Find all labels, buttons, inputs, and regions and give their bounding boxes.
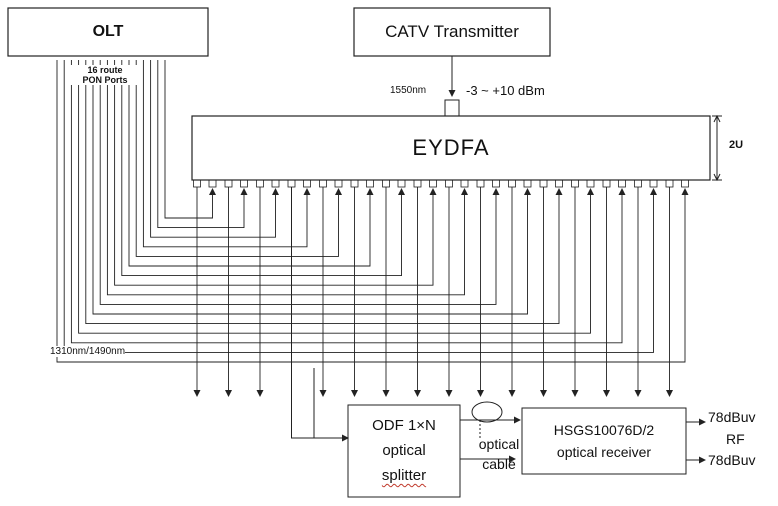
eydfa-return-port: [319, 179, 327, 188]
odf-splitter-box: [347, 404, 461, 498]
eydfa-output-port: [618, 179, 626, 188]
olt-fiber-line: [78, 60, 594, 334]
odf-feed-line: [291, 187, 349, 442]
eydfa-output-port: [429, 179, 437, 188]
rf-output-top-label: 78dBuv: [708, 409, 756, 425]
eydfa-output-port: [271, 179, 280, 188]
eydfa-output-port: [649, 179, 658, 188]
eydfa-output-port: [523, 179, 532, 188]
eydfa-return-port: [382, 179, 390, 188]
eydfa-return-port: [665, 179, 674, 188]
olt-fiber-line: [56, 60, 689, 363]
eydfa-output-port: [586, 179, 595, 188]
olt-fiber-line: [157, 60, 248, 229]
eydfa-return-port: [256, 179, 264, 188]
eydfa-output-port: [366, 179, 374, 188]
odf-line3: splitter: [381, 467, 427, 484]
eydfa-output-port: [681, 179, 689, 188]
eydfa-output-port: [334, 179, 343, 188]
odf-line1: ODF 1×N: [372, 417, 436, 434]
eydfa-return-port: [539, 179, 548, 188]
odf-splitter-label: ODF 1×N optical splitter: [348, 405, 460, 497]
receiver-line2: optical receiver: [556, 444, 652, 460]
eydfa-output-port: [208, 179, 217, 188]
eydfa-return-port: [413, 179, 422, 188]
rack-height-arrow-bottom: [713, 173, 721, 182]
cable-line1: optical: [478, 436, 520, 452]
olt-fiber-line: [92, 60, 531, 315]
pon-ports-label-line1: 16 route: [87, 65, 123, 75]
catv-transmitter-label: CATV Transmitter: [385, 22, 519, 41]
cable-loop-icon: [471, 401, 503, 423]
odf-line2: optical: [382, 442, 426, 459]
eydfa-return-port: [287, 179, 296, 188]
eydfa-output-port: [240, 179, 248, 188]
input-power-label: -3 ~ +10 dBm: [466, 83, 545, 98]
eydfa-output-port: [555, 179, 563, 188]
eydfa-output-port: [397, 179, 406, 188]
eydfa-output-port: [303, 179, 311, 188]
olt-fiber-line: [63, 60, 657, 353]
eydfa-return-port: [445, 179, 453, 188]
eydfa-return-port: [476, 179, 485, 188]
eydfa-label: EYDFA: [412, 135, 490, 160]
olt-fiber-line: [106, 60, 468, 296]
olt-fiber-line: [164, 60, 216, 219]
olt-box: [7, 7, 209, 57]
eydfa-return-port: [571, 179, 579, 188]
eydfa-return-port: [350, 179, 359, 188]
olt-fiber-line: [128, 60, 374, 267]
olt-fiber-line: [142, 60, 311, 248]
eydfa-return-port: [508, 179, 516, 188]
optical-cable-label: optical cable: [470, 434, 528, 474]
optical-receiver-label: HSGS10076D/2 optical receiver: [522, 408, 686, 474]
eydfa-return-port: [602, 179, 611, 188]
olt-label: OLT: [92, 23, 124, 40]
eydfa-output-port: [460, 179, 469, 188]
olt-fiber-line: [135, 60, 342, 257]
rack-height-arrow-top: [713, 114, 721, 123]
rack-height-label: 2U: [729, 139, 744, 151]
optical-receiver-box: [521, 407, 687, 475]
eydfa-input-port: [444, 99, 460, 117]
eydfa-output-port: [492, 179, 500, 188]
olt-fiber-line: [114, 60, 437, 286]
cable-line2: cable: [482, 456, 516, 472]
return-wavelength-label: 1310nm/1490nm: [50, 346, 126, 357]
input-wavelength-label: 1550nm: [390, 85, 427, 96]
rf-label: RF: [726, 431, 745, 447]
pon-ports-label: 16 route PON Ports: [70, 65, 140, 85]
eydfa-return-port: [634, 179, 642, 188]
eydfa-return-port: [224, 179, 233, 188]
pon-ports-label-line2: PON Ports: [82, 75, 128, 85]
receiver-line1: HSGS10076D/2: [553, 422, 655, 438]
eydfa-return-port: [193, 179, 201, 188]
olt-fiber-line: [70, 60, 626, 344]
olt-fiber-line: [150, 60, 279, 238]
olt-fiber-line: [85, 60, 563, 325]
olt-fiber-line: [99, 60, 500, 305]
rf-output-bottom-label: 78dBuv: [708, 452, 756, 468]
olt-fiber-line: [121, 60, 405, 277]
